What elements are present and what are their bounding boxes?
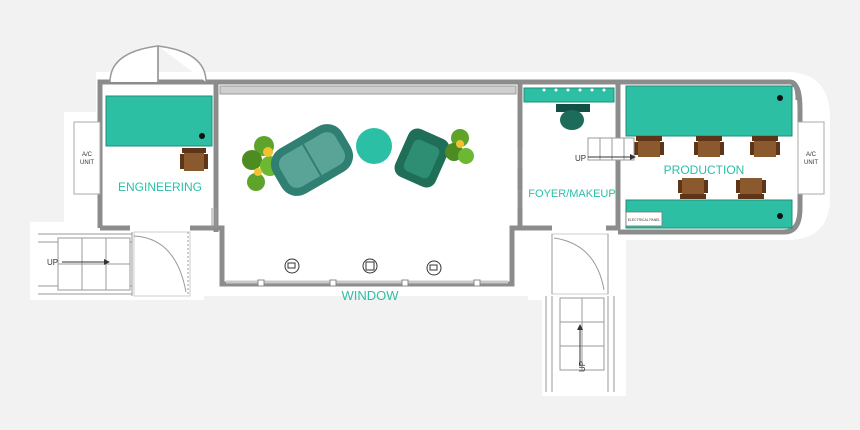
camera-icon [362,258,378,274]
chair-icon [694,136,724,157]
chair-icon [736,178,766,199]
electrical-panel: ELECTRICAL PANEL [625,211,663,227]
production-label: PRODUCTION [664,163,745,177]
bottom-stairs-treads [559,297,605,371]
armchair-icon [394,128,450,188]
side-door-lines [211,208,217,228]
production-stairs [587,137,635,161]
ac-left-label-2: UNIT [80,160,94,166]
chair-icon [678,178,708,199]
chair-icon [180,148,208,171]
foyer-label: FOYER/MAKEUP [528,188,615,200]
left-stairs-up-label: UP [47,258,58,267]
window-markers [257,279,481,287]
chair-icon [634,136,664,157]
desk-monitor-dot [199,133,205,139]
bottom-stairs-rail [545,296,615,392]
main-room: WINDOW [242,124,474,303]
production-stairs-up-label: UP [575,154,586,163]
window-label: WINDOW [341,288,399,303]
engineering-desk [105,95,213,147]
bottom-stairs-up-label: UP [578,361,587,372]
left-stairs: UP [38,231,191,297]
round-table-icon [356,128,392,164]
ac-right-label-2: UNIT [804,160,818,166]
left-door-swing [131,231,191,297]
desk-monitor-dot [777,213,783,219]
makeup-chair-icon [556,104,590,130]
electrical-panel-label: ELECTRICAL PANEL [628,218,661,222]
stairs-arrowhead [630,154,636,160]
left-stairs-treads [57,237,131,291]
engineering-room: ENGINEERING [105,95,217,228]
foyer-door-lines [517,148,523,208]
ac-unit-left: A/C UNIT [73,121,101,195]
stairs-arrowhead [577,324,583,330]
camera-icon [426,260,442,276]
sofa-icon [270,124,354,196]
bottom-door-swing [551,233,609,295]
plant-icon [445,129,474,164]
makeup-lights [542,88,606,92]
foyer-room: FOYER/MAKEUP [517,87,616,208]
top-window-strip [219,85,517,95]
bottom-stairs: UP [545,233,615,392]
engineering-label: ENGINEERING [118,180,202,194]
stairs-arrowhead [104,259,110,265]
ac-right-label-1: A/C [806,152,817,158]
production-desk-top [625,85,793,137]
makeup-counter [523,87,615,103]
ac-unit-right: A/C UNIT [797,121,825,195]
production-room: PRODUCTION ELECTRICAL PANEL UP [575,85,793,229]
entrance-doors [109,45,207,83]
camera-icon [284,258,300,274]
chair-icon [750,136,780,157]
desk-monitor-dot [777,95,783,101]
ac-left-label-1: A/C [82,152,93,158]
